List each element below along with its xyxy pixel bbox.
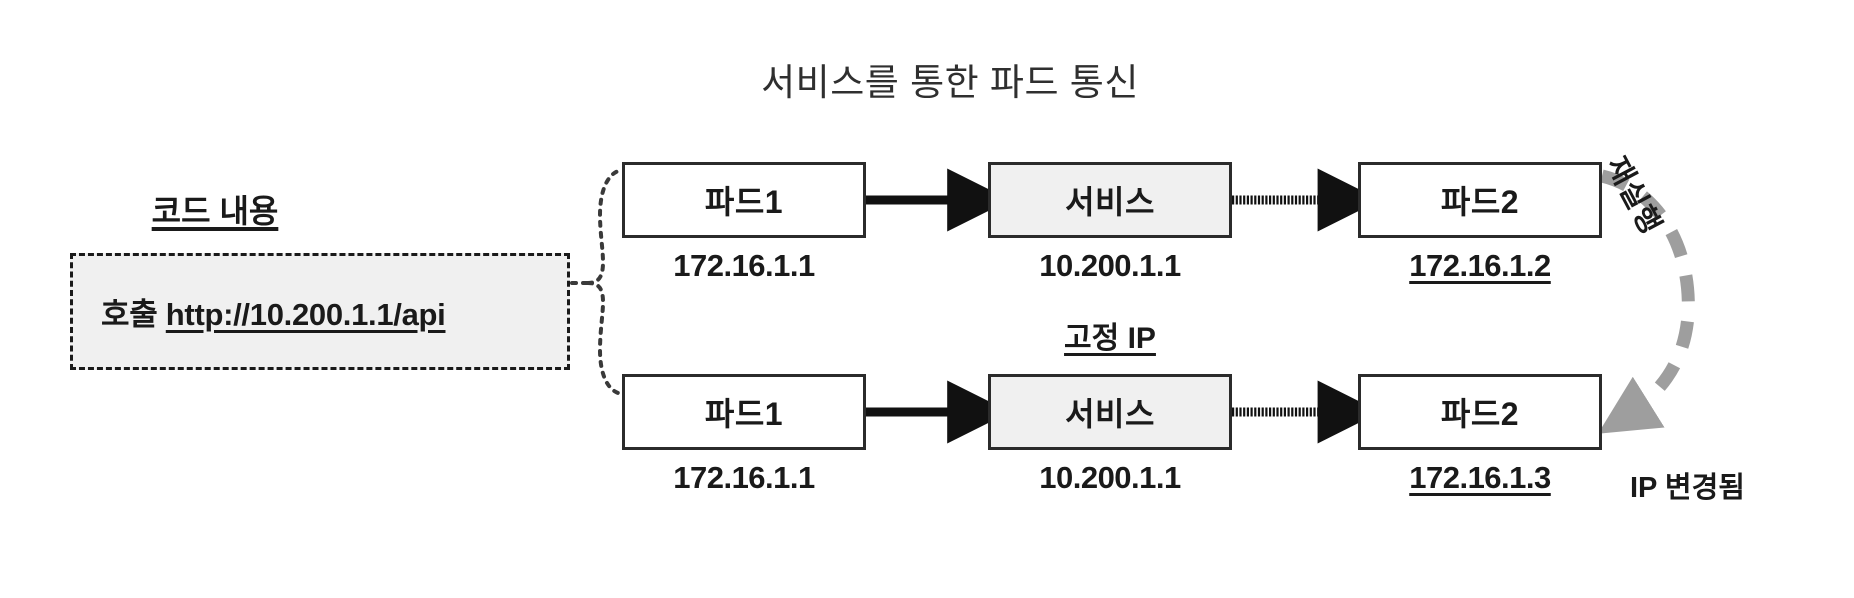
restart-label: 재실행 [1599, 151, 1667, 241]
pod1-box-bottom[interactable]: 파드1 [622, 374, 866, 450]
fixed-ip-label: 고정 IP [1064, 322, 1156, 355]
code-call-label: 호출 [101, 297, 158, 332]
pod2-box-bottom[interactable]: 파드2 [1358, 374, 1602, 450]
pod2-ip-top: 172.16.1.2 [1409, 248, 1551, 283]
code-panel-box: 호출 http://10.200.1.1/api [70, 253, 570, 370]
pod1-ip-top: 172.16.1.1 [673, 248, 815, 283]
service-ip-bottom: 10.200.1.1 [1039, 460, 1181, 495]
ip-changed-note: IP 변경됨 [1630, 472, 1745, 504]
service-box-top[interactable]: 서비스 [988, 162, 1232, 238]
service-ip-top: 10.200.1.1 [1039, 248, 1181, 283]
pod2-box-top[interactable]: 파드2 [1358, 162, 1602, 238]
pod1-box-top[interactable]: 파드1 [622, 162, 866, 238]
pod1-ip-bottom: 172.16.1.1 [673, 460, 815, 495]
code-branch-connector [570, 168, 624, 396]
pod2-ip-bottom: 172.16.1.3 [1409, 460, 1551, 495]
service-box-bottom[interactable]: 서비스 [988, 374, 1232, 450]
code-panel-heading: 코드 내용 [151, 193, 279, 229]
code-panel-text: 호출 http://10.200.1.1/api [101, 289, 446, 334]
code-url[interactable]: http://10.200.1.1/api [165, 297, 446, 332]
page-title: 서비스를 통한 파드 통신 [761, 62, 1139, 103]
